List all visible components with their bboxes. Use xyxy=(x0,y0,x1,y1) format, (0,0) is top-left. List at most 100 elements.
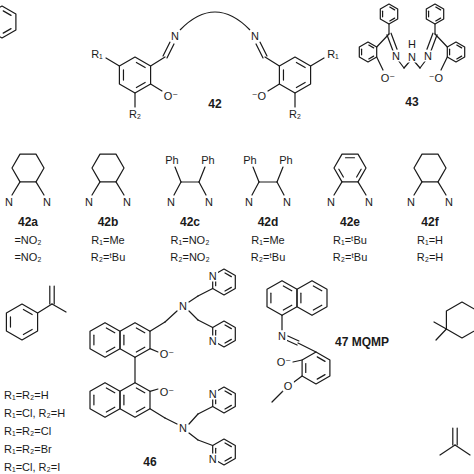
bond-line xyxy=(151,84,162,91)
bond-line xyxy=(225,391,231,395)
bond-line xyxy=(256,44,263,58)
bond-line xyxy=(123,395,124,405)
substituent-label: R₁=Cl, R₂=H xyxy=(4,408,65,419)
compound-number: 43 xyxy=(405,96,418,108)
bond-line xyxy=(174,182,181,195)
ring-outline xyxy=(426,4,443,24)
bond-line xyxy=(106,58,119,66)
bond-line xyxy=(457,56,462,59)
bond-line xyxy=(151,57,165,66)
bond-line xyxy=(123,335,124,345)
bond-line xyxy=(136,62,145,67)
bond-line xyxy=(165,311,177,322)
compound-number: 42c xyxy=(180,216,200,228)
atom-label: O⁻ xyxy=(159,387,175,398)
compound-number: 42f xyxy=(421,216,438,228)
bond-line xyxy=(369,56,374,59)
bond-line xyxy=(93,395,94,405)
bond-line xyxy=(435,34,447,47)
bond-line xyxy=(414,182,422,195)
bond-line xyxy=(136,347,144,352)
atom-label: N xyxy=(406,197,416,208)
bond-line xyxy=(346,157,355,158)
bond-line xyxy=(252,182,259,195)
ring-outline xyxy=(359,42,376,62)
atom-label: N xyxy=(282,197,292,208)
bond-line xyxy=(12,182,20,195)
compound-number: 42d xyxy=(258,216,279,228)
bond-line xyxy=(455,445,470,455)
bond-line xyxy=(225,273,231,277)
atom-label: N xyxy=(423,51,433,62)
atom-label: N xyxy=(208,388,218,399)
substituent-label: R₁=R₂=H xyxy=(4,390,49,401)
atom-label: O⁻ xyxy=(276,357,292,368)
compound-number: 42e xyxy=(340,216,360,228)
bond-line xyxy=(150,409,165,418)
bond-line xyxy=(377,57,383,70)
ring-outline xyxy=(380,4,397,24)
atom-label: O⁻ xyxy=(380,73,396,84)
ring-outline xyxy=(446,302,474,338)
atom-label: N xyxy=(166,197,176,208)
ring-outline xyxy=(302,352,330,384)
bond-line xyxy=(198,440,213,446)
bond-line xyxy=(452,428,453,445)
bond-line xyxy=(311,58,324,66)
compound-number: 47 MQMP xyxy=(335,336,389,348)
atom-label: Ph xyxy=(164,155,179,166)
ring-outline xyxy=(267,281,297,316)
bond-line xyxy=(136,82,145,87)
bond-line xyxy=(49,286,50,304)
bond-line xyxy=(134,357,135,382)
substituent-label: R₁=ᵗBu xyxy=(333,235,367,246)
bond-line xyxy=(436,7,441,10)
atom-label: ⁻O xyxy=(251,91,267,102)
bond-line xyxy=(136,407,144,412)
bond-line xyxy=(165,418,177,424)
bond-line xyxy=(390,18,395,21)
ring-outline xyxy=(334,154,366,182)
atom-label: N xyxy=(208,453,218,464)
bond-line xyxy=(259,181,277,182)
bond-line xyxy=(253,167,259,182)
bond-line xyxy=(225,339,231,343)
atom-label: N xyxy=(42,197,52,208)
substituent-label: R₂=ᵗBu xyxy=(333,252,368,263)
bond-line xyxy=(339,169,343,177)
bond-line xyxy=(268,84,279,91)
bond-line xyxy=(457,45,462,48)
bond-line xyxy=(390,7,395,10)
atom-label: N xyxy=(277,331,287,342)
bond-line xyxy=(288,336,299,341)
atom-label: N xyxy=(170,31,180,42)
substituent-label: R₂ xyxy=(129,109,141,120)
atom-label: N xyxy=(208,335,218,346)
ring-outline xyxy=(414,154,446,182)
bond-line xyxy=(298,343,316,352)
bond-line xyxy=(283,305,291,310)
bond-line xyxy=(3,29,11,33)
atom-label: N xyxy=(204,197,214,208)
bond-line xyxy=(434,24,435,34)
bond-line xyxy=(265,57,279,66)
substituent-label: =NO₂ xyxy=(14,235,41,246)
ring-outline xyxy=(0,6,16,38)
bond-line xyxy=(198,320,213,328)
bond-line xyxy=(283,286,291,291)
ring-outline xyxy=(92,154,124,182)
atom-label: Ph xyxy=(278,155,293,166)
bond-line xyxy=(23,309,32,314)
bond-line xyxy=(293,360,302,362)
ring-outline xyxy=(447,42,464,62)
bond-line xyxy=(106,347,114,352)
bond-line xyxy=(136,328,144,333)
bond-line xyxy=(123,70,124,80)
atom-label: N xyxy=(391,51,401,62)
bond-line xyxy=(189,311,198,320)
bond-line xyxy=(377,34,389,47)
atom-label: O xyxy=(283,381,294,392)
atom-label: N xyxy=(326,197,336,208)
bond-line xyxy=(294,93,295,107)
bond-line xyxy=(436,18,441,21)
